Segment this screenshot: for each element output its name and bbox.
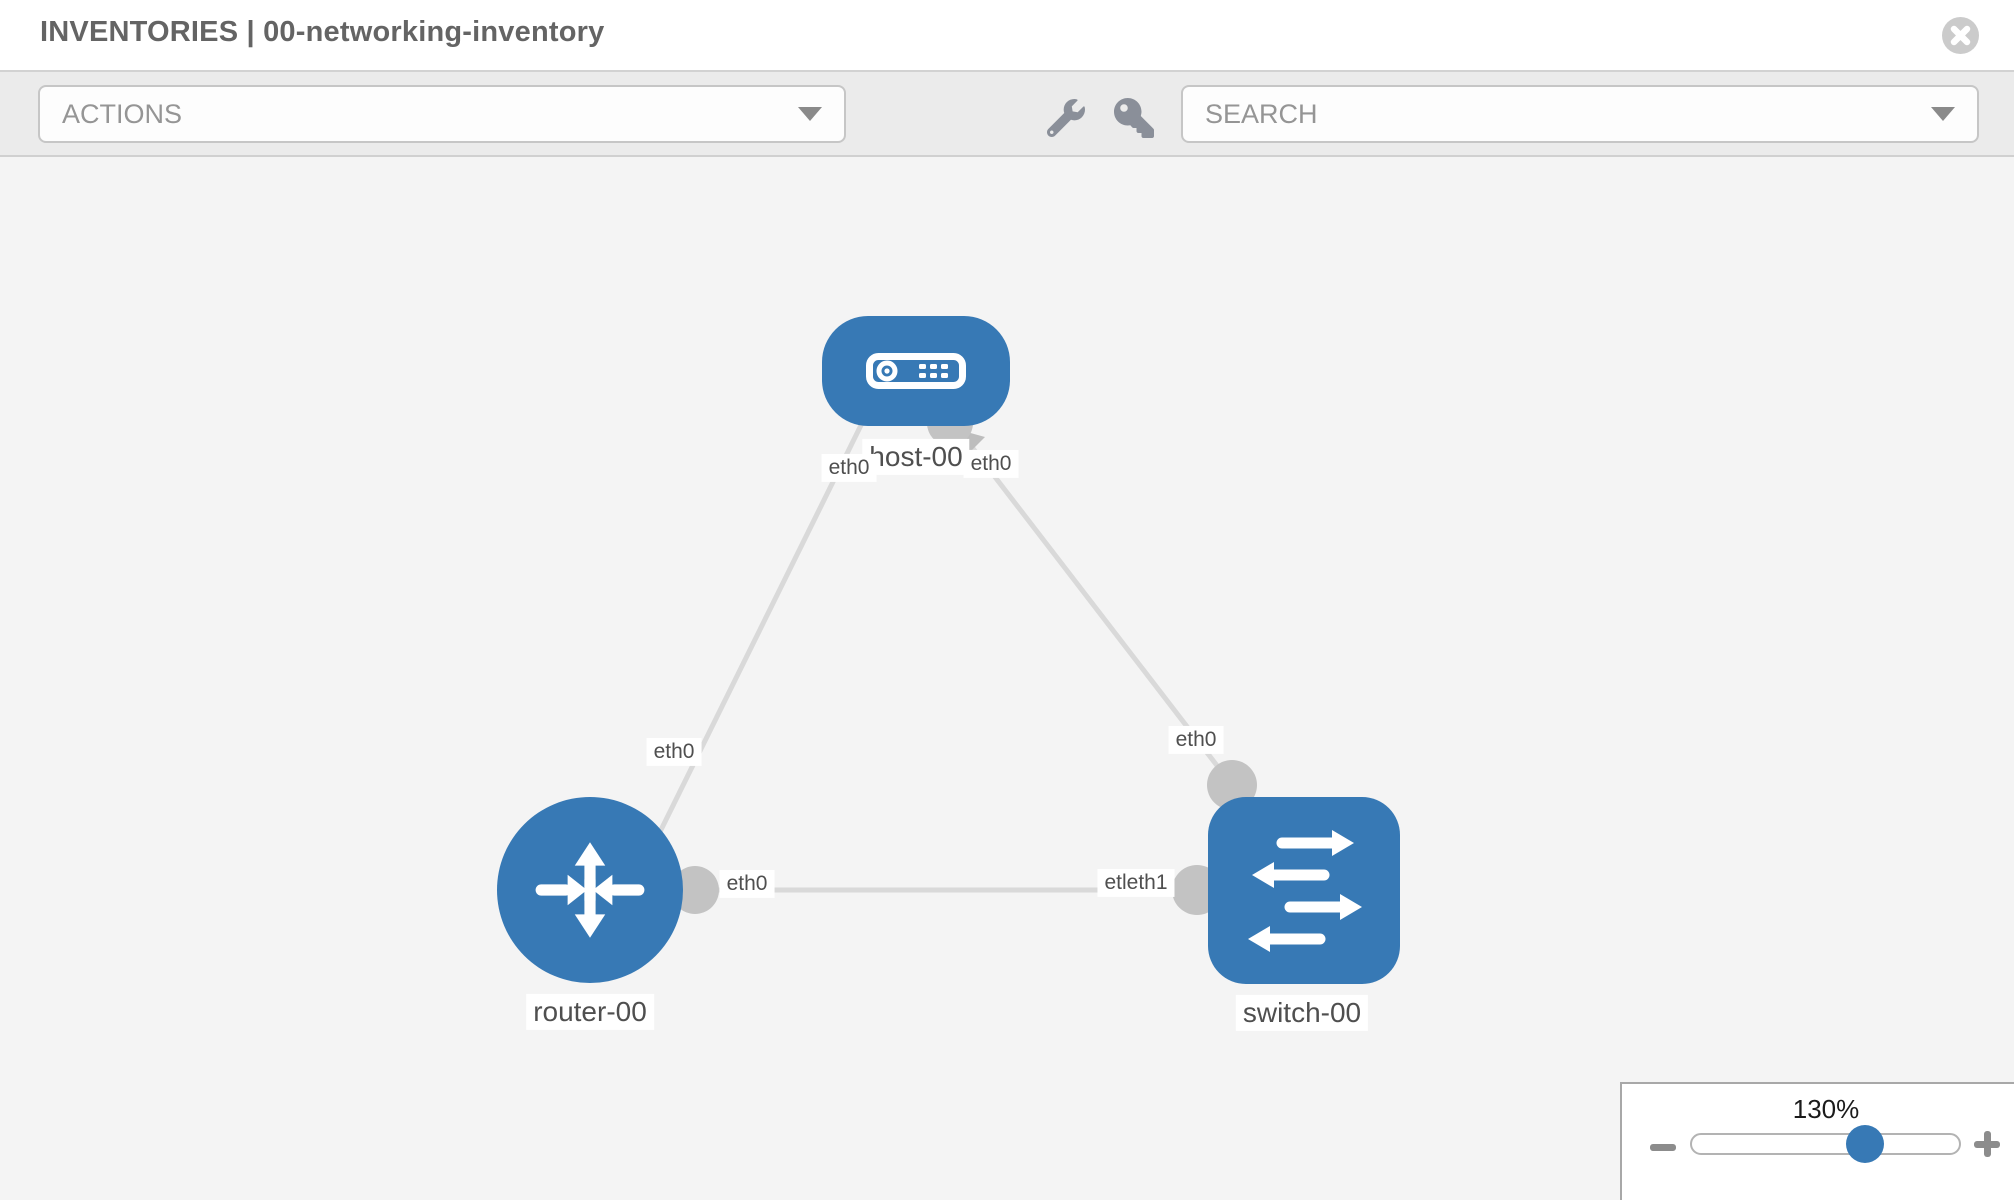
- iface-stub-router: [671, 866, 719, 914]
- zoom-in-button[interactable]: [1972, 1129, 2002, 1159]
- zoom-out-button[interactable]: [1650, 1136, 1678, 1154]
- zoom-widget: 130%: [1620, 1082, 2014, 1200]
- zoom-level-value: 130%: [1792, 1094, 1860, 1124]
- node-host[interactable]: [822, 316, 1010, 426]
- search-dropdown[interactable]: SEARCH: [1181, 85, 1979, 143]
- key-icon: [1114, 98, 1154, 138]
- plus-icon: [1983, 1131, 1991, 1157]
- toolbar: ACTIONS SEARCH: [0, 72, 2014, 157]
- iface-label: etleth1: [1097, 868, 1175, 898]
- server-icon: [866, 353, 966, 389]
- topology-links: [652, 400, 1257, 915]
- close-icon: [1950, 25, 1971, 46]
- configure-button[interactable]: [1044, 96, 1088, 140]
- search-dropdown-label: SEARCH: [1205, 98, 1318, 129]
- page-title: INVENTORIES | 00-networking-inventory: [40, 16, 605, 48]
- topology-canvas[interactable]: host-00 router-00 switch-00 eth0 eth0 et…: [0, 157, 2014, 1200]
- zoom-slider-track[interactable]: [1690, 1133, 1961, 1155]
- node-label-host: host-00: [862, 438, 970, 476]
- actions-dropdown-label: ACTIONS: [62, 98, 183, 129]
- credentials-button[interactable]: [1112, 96, 1156, 140]
- iface-label: eth0: [1168, 725, 1224, 755]
- chevron-down-icon: [1931, 107, 1955, 121]
- iface-label: eth0: [821, 453, 877, 483]
- node-label-switch: switch-00: [1235, 994, 1369, 1032]
- router-arrows-icon: [535, 842, 645, 938]
- node-router[interactable]: [497, 797, 683, 983]
- switch-arrows-icon: [1248, 829, 1362, 952]
- close-button[interactable]: [1942, 17, 1979, 54]
- window-titlebar: INVENTORIES | 00-networking-inventory: [0, 0, 2014, 72]
- node-label-router: router-00: [526, 993, 654, 1031]
- wrench-icon: [1047, 99, 1085, 137]
- iface-label: eth0: [963, 449, 1019, 479]
- node-switch[interactable]: [1208, 797, 1400, 984]
- iface-label: eth0: [646, 737, 702, 767]
- zoom-slider-thumb[interactable]: [1846, 1125, 1884, 1163]
- chevron-down-icon: [798, 107, 822, 121]
- iface-label: eth0: [719, 869, 775, 899]
- actions-dropdown[interactable]: ACTIONS: [38, 85, 846, 143]
